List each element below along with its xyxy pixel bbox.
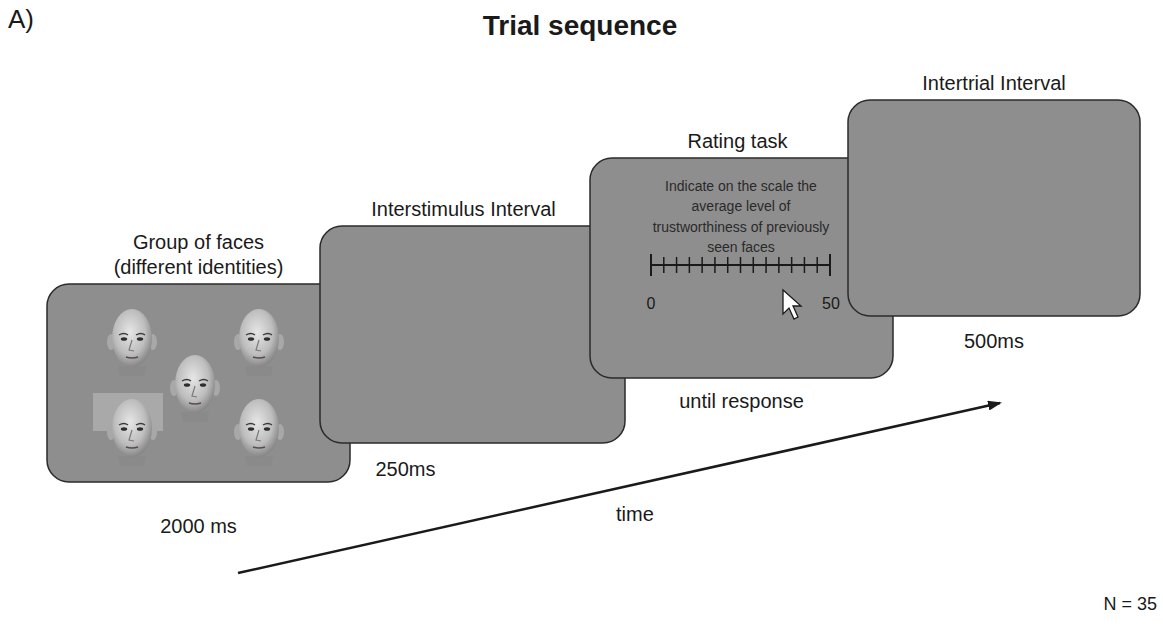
time-arrow	[238, 403, 1000, 573]
panel-shape	[47, 284, 350, 482]
scale-tick	[816, 257, 818, 273]
panel-box: Intertrial Interval500ms	[848, 100, 1140, 316]
note-label: N = 35	[1103, 594, 1157, 615]
scale-tick	[714, 257, 716, 273]
axis-label: time	[616, 503, 654, 526]
panel-box: Group of faces (different identities)200…	[47, 284, 350, 482]
panel-text: 0	[647, 294, 656, 314]
panel-letter: A)	[8, 4, 34, 35]
scale-tick	[663, 257, 665, 273]
rating-scale	[651, 254, 830, 276]
scale-tick	[701, 257, 703, 273]
scale-tick	[778, 257, 780, 273]
scale-tick	[727, 257, 729, 273]
face	[234, 399, 284, 466]
face	[170, 355, 220, 422]
panel-text: 50	[822, 294, 840, 314]
panel-heading: Interstimulus Interval	[371, 197, 556, 222]
panel-text: Indicate on the scale the average level …	[652, 176, 830, 257]
panel-box: Interstimulus Interval250ms	[320, 226, 625, 443]
panel-shape	[320, 226, 625, 443]
duration-label: until response	[679, 389, 804, 414]
duration-label: 2000 ms	[160, 514, 237, 539]
panel-heading: Group of faces (different identities)	[93, 230, 305, 280]
face	[107, 309, 157, 376]
duration-label: 500ms	[964, 329, 1024, 354]
duration-label: 250ms	[375, 457, 435, 482]
scale-tick	[740, 257, 742, 273]
faces-illustration	[93, 309, 284, 466]
scale-tick	[650, 254, 652, 276]
face	[107, 399, 157, 466]
cursor-icon	[783, 290, 801, 319]
panel-shape	[848, 100, 1140, 316]
panel-layer	[47, 100, 1140, 482]
panel-heading: Intertrial Interval	[922, 71, 1065, 96]
scale-tick	[689, 257, 691, 273]
panel-heading: Rating task	[687, 129, 787, 154]
face	[234, 309, 284, 376]
scale-tick	[804, 257, 806, 273]
scale-tick	[765, 257, 767, 273]
scale-tick	[753, 257, 755, 273]
diagram-title: Trial sequence	[483, 10, 678, 42]
panel-box: Rating taskIndicate on the scale the ave…	[590, 158, 893, 378]
scale-tick	[829, 254, 831, 276]
scale-tick	[791, 257, 793, 273]
scale-tick	[676, 257, 678, 273]
